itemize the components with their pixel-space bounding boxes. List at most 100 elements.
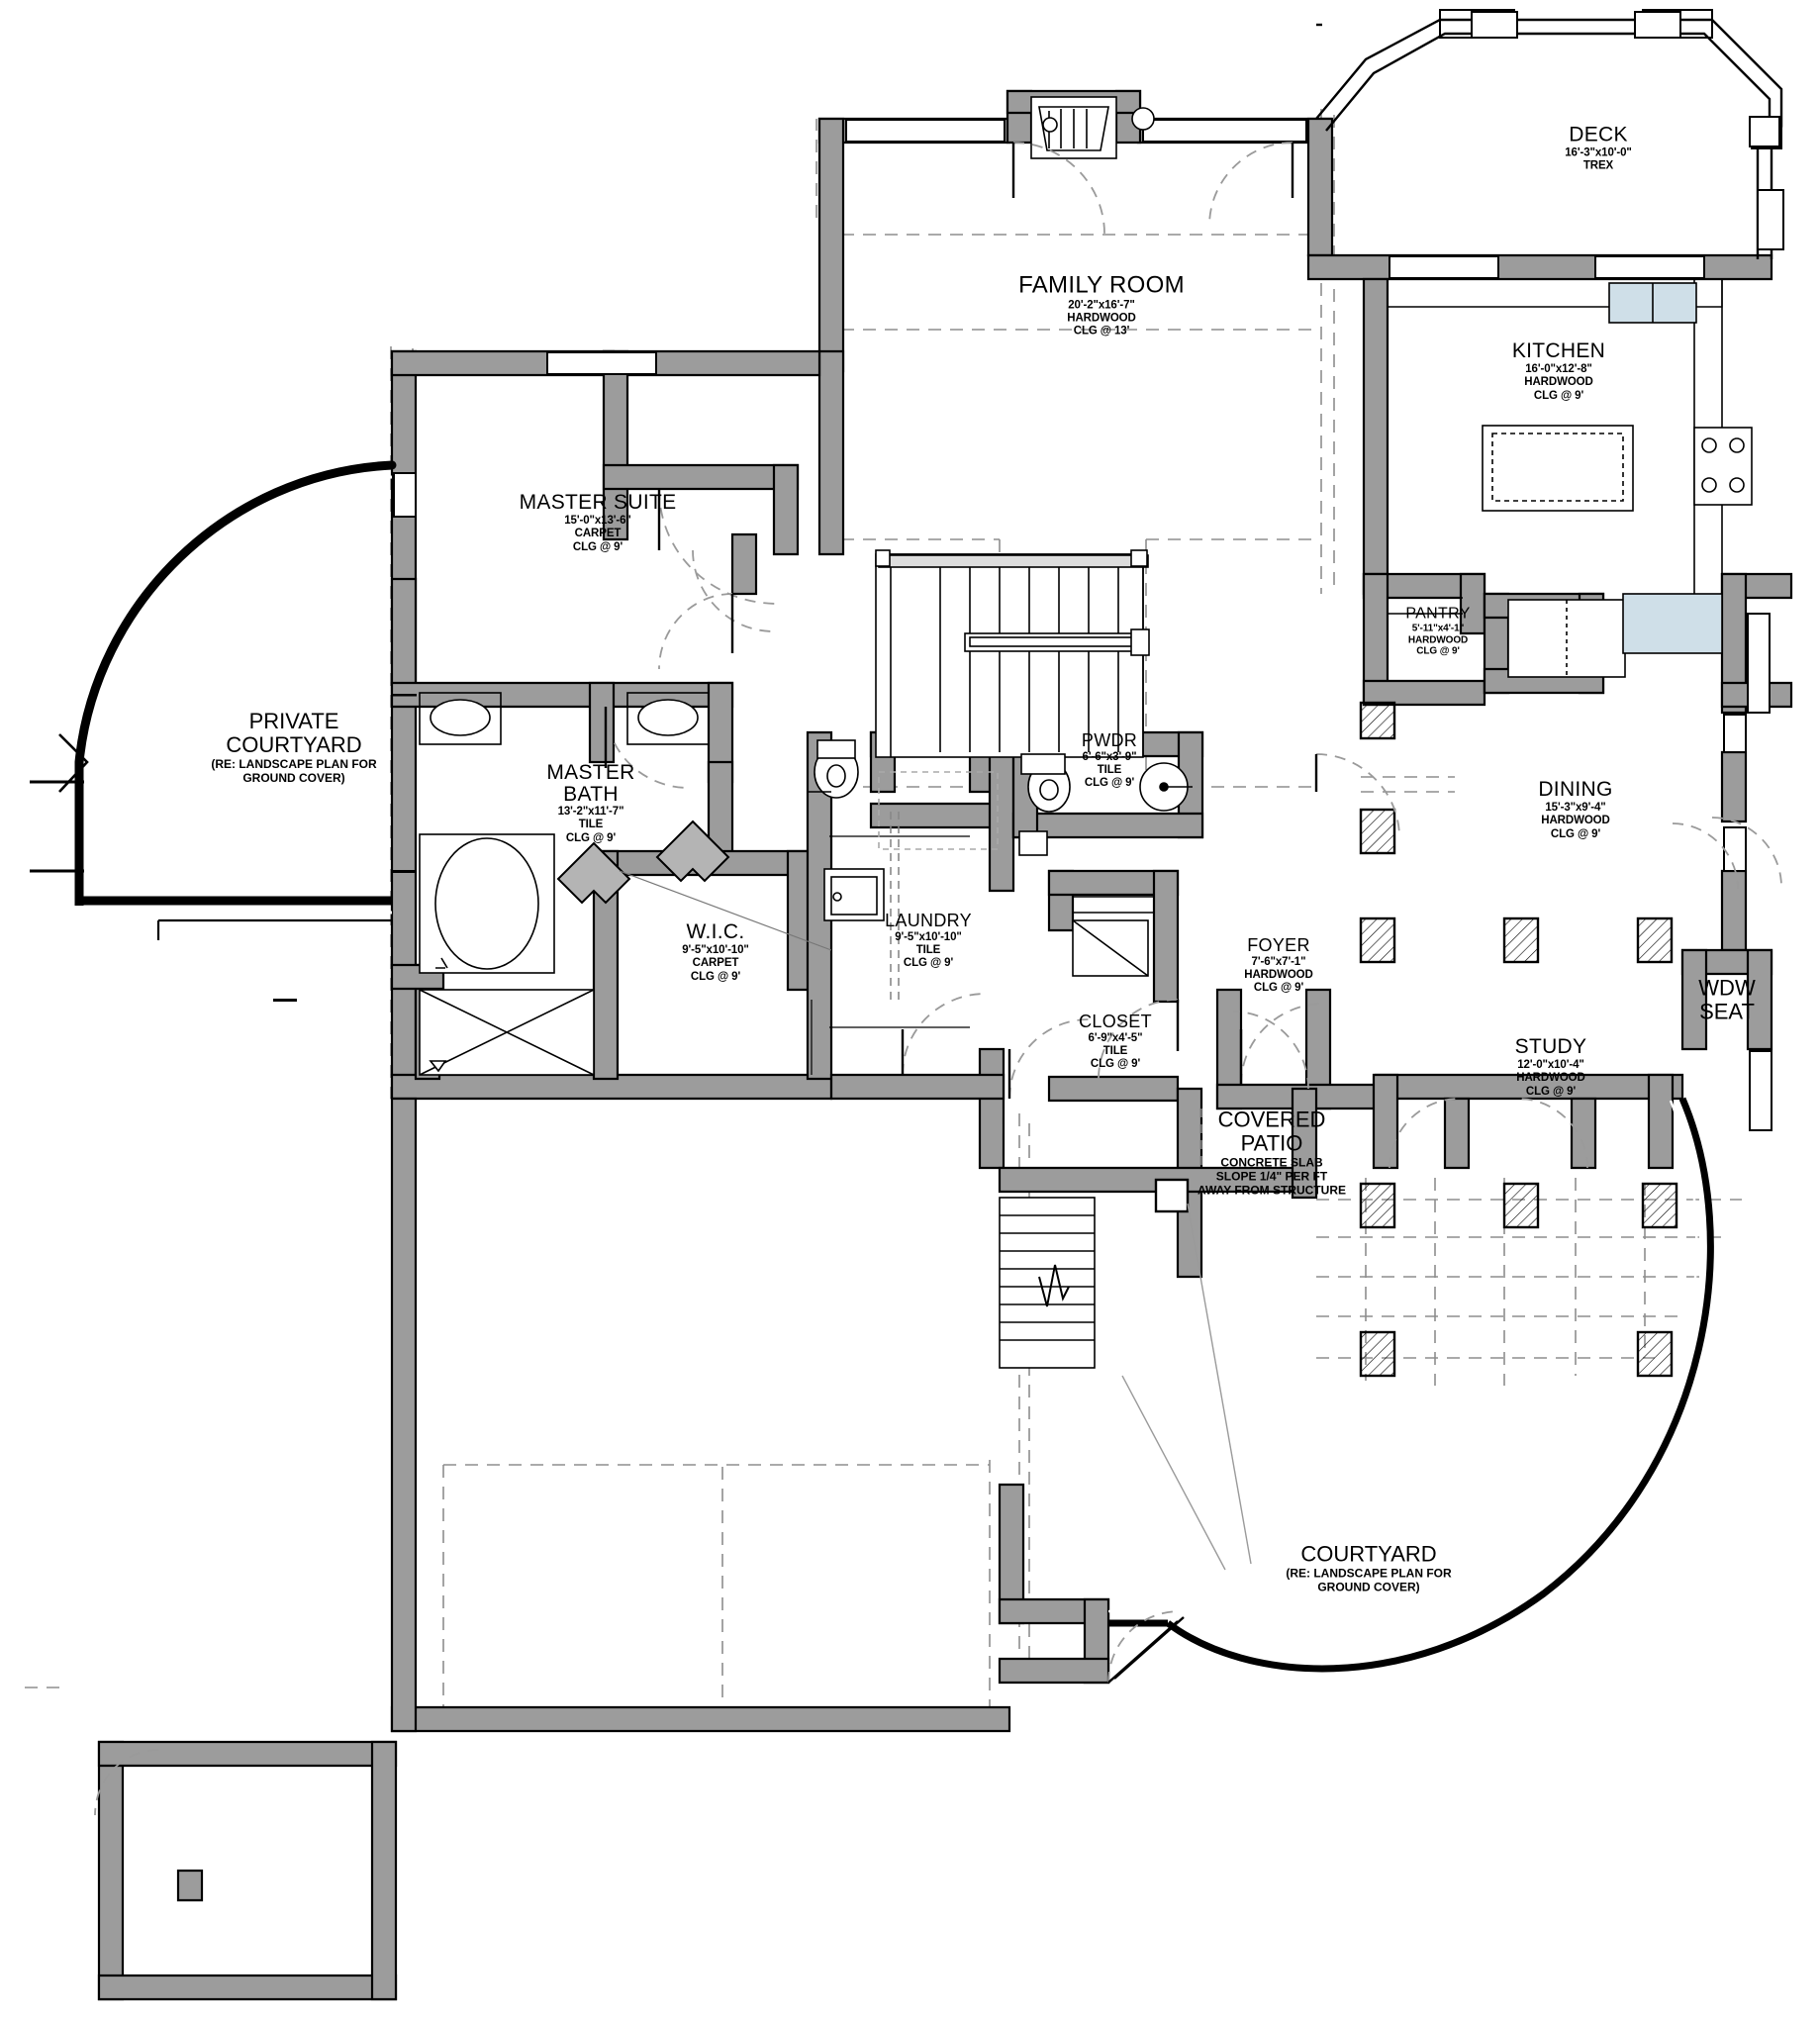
main-staircase <box>875 549 1150 758</box>
note-line-2: SEAT <box>1699 999 1755 1023</box>
room-material: HARDWOOD <box>1067 312 1136 325</box>
room-name: W.I.C. <box>686 920 745 944</box>
exterior-stair <box>999 1197 1096 1369</box>
room-name: FOYER <box>1247 934 1310 955</box>
room-label-master-bath: MASTER BATH 13'-2"x11'-7" TILE CLG @ 9' <box>546 762 634 845</box>
room-material: HARDWOOD <box>1524 376 1593 389</box>
wall-assemblies <box>97 9 1793 2001</box>
room-ceiling: CLG @ 9' <box>690 970 741 983</box>
room-label-family-room: FAMILY ROOM 20'-2"x16'-7" HARDWOOD CLG @… <box>1018 271 1185 338</box>
room-ceiling: CLG @ 9' <box>1416 645 1460 657</box>
room-dimensions: 6'-6"x3'-9" <box>1082 750 1137 763</box>
room-label-foyer: FOYER 7'-6"x7'-1" HARDWOOD CLG @ 9' <box>1244 934 1313 995</box>
room-material: HARDWOOD <box>1407 634 1469 646</box>
room-ceiling: CLG @ 9' <box>565 831 617 844</box>
curved-walls-and-swings <box>30 11 1784 1816</box>
room-label-dining: DINING 15'-3"x9'-4" HARDWOOD CLG @ 9' <box>1538 778 1612 841</box>
room-name: LAUNDRY <box>885 910 972 930</box>
note-sub-1: (RE: LANDSCAPE PLAN FOR <box>211 756 377 771</box>
note-line-2: COURTYARD <box>226 731 362 757</box>
note-sub-2: SLOPE 1/4" PER FT <box>1215 1169 1328 1184</box>
note-line-1: COURTYARD <box>1300 1541 1437 1567</box>
room-dimensions: 15'-0"x13'-6" <box>564 515 631 528</box>
kitchen-counter <box>1388 278 1753 678</box>
note-sub-2: GROUND COVER) <box>242 770 345 785</box>
room-ceiling: CLG @ 9' <box>572 540 623 553</box>
note-covered-patio: COVERED PATIO CONCRETE SLAB SLOPE 1/4" P… <box>1197 1107 1347 1199</box>
room-dimensions: 16'-0"x12'-8" <box>1525 363 1592 376</box>
room-label-study: STUDY 12'-0"x10'-4" HARDWOOD CLG @ 9' <box>1515 1035 1587 1099</box>
window-openings <box>273 119 1772 1131</box>
room-label-closet: CLOSET 6'-9"x4'-5" TILE CLG @ 9' <box>1079 1012 1152 1071</box>
note-line-1: WDW <box>1698 975 1756 1001</box>
room-ceiling: CLG @ 9' <box>1533 389 1584 402</box>
room-name: FAMILY ROOM <box>1018 271 1185 299</box>
note-sub-2: GROUND COVER) <box>1317 1580 1420 1594</box>
room-name: MASTER SUITE <box>519 491 677 515</box>
room-dimensions: 9'-5"x10'-10" <box>895 930 962 943</box>
room-dimensions: 16'-3"x10'-0" <box>1565 146 1632 159</box>
note-line-1: PRIVATE <box>248 708 339 733</box>
note-wdw-seat: WDW SEAT <box>1698 976 1755 1023</box>
room-label-wic: W.I.C. 9'-5"x10'-10" CARPET CLG @ 9' <box>682 920 749 984</box>
note-sub-3: AWAY FROM STRUCTURE <box>1197 1183 1347 1198</box>
note-courtyard: COURTYARD (RE: LANDSCAPE PLAN FOR GROUND… <box>1286 1541 1452 1595</box>
room-material: HARDWOOD <box>1516 1072 1585 1085</box>
room-dimensions: 20'-2"x16'-7" <box>1068 298 1135 311</box>
room-dimensions: 15'-3"x9'-4" <box>1545 802 1606 815</box>
patio-column <box>1154 1178 1190 1213</box>
room-dimensions: 13'-2"x11'-7" <box>557 806 624 819</box>
room-name: PANTRY <box>1405 605 1471 623</box>
room-name: STUDY <box>1514 1035 1587 1059</box>
room-label-master-suite: MASTER SUITE 15'-0"x13'-6" CARPET CLG @ … <box>520 491 677 554</box>
room-material: HARDWOOD <box>1244 968 1313 981</box>
room-dimensions: 5'-11"x4'-1" <box>1411 623 1465 634</box>
room-label-laundry: LAUNDRY 9'-5"x10'-10" TILE CLG @ 9' <box>885 911 972 970</box>
room-dimensions: 6'-9"x4'-5" <box>1088 1031 1143 1044</box>
powder-room-fixtures <box>1018 753 1193 856</box>
room-label-kitchen: KITCHEN 16'-0"x12'-8" HARDWOOD CLG @ 9' <box>1512 339 1605 403</box>
porch-posts <box>1359 701 1678 1378</box>
room-material: CARPET <box>692 957 739 970</box>
room-label-pantry: PANTRY 5'-11"x4'-1" HARDWOOD CLG @ 9' <box>1405 606 1470 658</box>
room-name: DECK <box>1569 123 1628 146</box>
room-material: HARDWOOD <box>1541 815 1610 827</box>
room-label-pwdr: PWDR 6'-6"x3'-9" TILE CLG @ 9' <box>1082 730 1137 790</box>
closet-markers <box>556 820 730 905</box>
room-ceiling: CLG @ 9' <box>1525 1085 1577 1098</box>
laundry-fixtures <box>808 771 999 1075</box>
entry-bench <box>1072 896 1154 977</box>
room-material: TILE <box>1097 763 1122 776</box>
room-ceiling: CLG @ 9' <box>1253 981 1304 994</box>
note-sub-1: (RE: LANDSCAPE PLAN FOR <box>1286 1566 1452 1581</box>
room-ceiling: CLG @ 9' <box>1084 776 1135 789</box>
room-name: PWDR <box>1081 729 1138 750</box>
patio-grid <box>1001 1109 1202 1168</box>
room-name: CLOSET <box>1079 1011 1152 1031</box>
room-ceiling: CLG @ 9' <box>1550 827 1601 840</box>
room-dimensions: 9'-5"x10'-10" <box>682 944 749 957</box>
room-dimensions: 7'-6"x7'-1" <box>1251 955 1306 968</box>
room-label-deck: DECK 16'-3"x10'-0" TREX <box>1565 124 1632 174</box>
fireplace-detail <box>1030 96 1155 159</box>
room-dimensions: 12'-0"x10'-4" <box>1517 1059 1584 1072</box>
note-line-1: COVERED <box>1217 1107 1326 1132</box>
note-private-courtyard: PRIVATE COURTYARD (RE: LANDSCAPE PLAN FO… <box>211 710 376 785</box>
master-bath-fixtures <box>419 692 859 1076</box>
room-ceiling: CLG @ 13' <box>1073 325 1130 338</box>
room-material: CARPET <box>574 528 622 540</box>
room-name: DINING <box>1538 778 1613 802</box>
room-material: TILE <box>578 819 604 831</box>
room-material: TILE <box>1102 1044 1128 1057</box>
note-sub-1: CONCRETE SLAB <box>1220 1155 1323 1170</box>
pantry-shelves <box>1388 597 1463 615</box>
room-name-line-2: BATH <box>563 783 619 807</box>
room-name: KITCHEN <box>1511 339 1606 363</box>
note-line-2: PATIO <box>1240 1130 1303 1156</box>
room-material: TILE <box>915 943 941 956</box>
room-ceiling: CLG @ 9' <box>1090 1057 1141 1070</box>
fixtures-and-details <box>419 96 1753 1378</box>
room-ceiling: CLG @ 9' <box>903 956 954 969</box>
